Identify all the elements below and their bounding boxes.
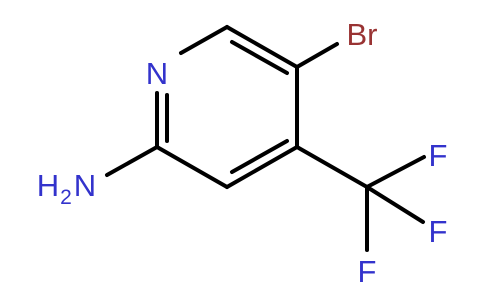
atom-label-amine-h: H [37, 168, 59, 203]
bond-c4-cf3 [295, 145, 369, 189]
atom-label-fluorine-1: F [429, 138, 448, 173]
atom-label-fluorine-2: F [429, 214, 448, 249]
bond-cf3-f2 [365, 185, 425, 224]
bond-c5-br [295, 42, 339, 69]
bond-c3-c2 [155, 145, 229, 189]
bond-cf3-f1 [365, 155, 426, 189]
atom-label-n-ring: N [146, 56, 168, 91]
bond-inner-c6-c5 [230, 40, 289, 75]
atom-label-fluorine-3: F [358, 254, 377, 289]
atom-label-amine-n: N [74, 168, 96, 203]
atom-label-bromine: Br [347, 17, 378, 52]
bond-c4-c3 [225, 145, 299, 189]
atom-label-amine-h-subscript: 2 [60, 186, 72, 209]
bond-n1-c6 [179, 25, 229, 55]
bond-c2-nh2 [105, 145, 159, 177]
bond-c6-c5 [225, 25, 299, 69]
bond-inner-c4-c3 [230, 139, 289, 174]
